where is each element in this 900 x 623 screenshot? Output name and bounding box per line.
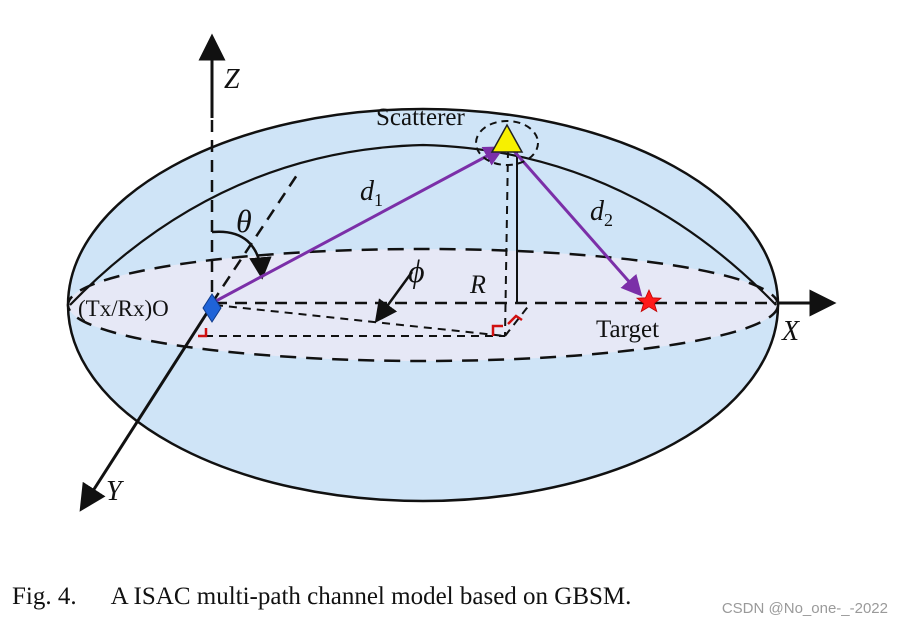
theta-label: θ [236,203,252,239]
origin-diamond-icon [202,293,222,323]
z-axis-label: Z [224,64,240,95]
gbsm-channel-diagram: Z X Y (Tx/Rx)O Scatterer Target θ ϕ R d1… [66,33,837,512]
figure-caption: Fig. 4. A ISAC multi-path channel model b… [12,583,892,611]
right-angle-marker-origin [198,328,208,338]
radius-label: R [469,270,486,299]
phi-indicator [374,271,414,324]
d1-main: d [360,176,375,207]
projection-parallel [504,303,531,337]
path-d2-arrow [511,149,643,297]
d1-label: d1 [360,176,383,210]
x-axis-label: X [781,316,800,347]
scatterer-triangle-icon [490,123,524,153]
d2-label: d2 [590,196,613,230]
origin-label: (Tx/Rx)O [78,296,169,321]
d2-subscript: 2 [604,210,613,230]
elevation-ref-line [210,174,299,304]
scatterer-highlight-circle [475,120,539,166]
upper-equator-curve [69,143,777,306]
d2-main: d [590,196,605,227]
scatterer-drop-line [504,149,509,337]
right-angle-marker-projection [491,324,503,336]
scatterer-label: Scatterer [376,104,466,131]
figure-number: Fig. 4. [12,583,77,610]
right-angle-marker-plane [507,314,523,325]
target-label: Target [596,316,659,343]
y-axis-label: Y [106,476,125,507]
horizontal-plane [66,247,780,363]
phi-label: ϕ [408,253,425,289]
watermark: CSDN @No_one-_-2022 [721,600,888,617]
figure-caption-text: A ISAC multi-path channel model based on… [110,583,632,610]
d1-subscript: 1 [374,190,383,210]
target-star-icon [635,289,663,313]
path-d1-arrow [213,146,506,304]
projection-to-origin [214,304,506,337]
theta-arc [211,230,272,280]
y-axis-arrow [79,304,214,512]
